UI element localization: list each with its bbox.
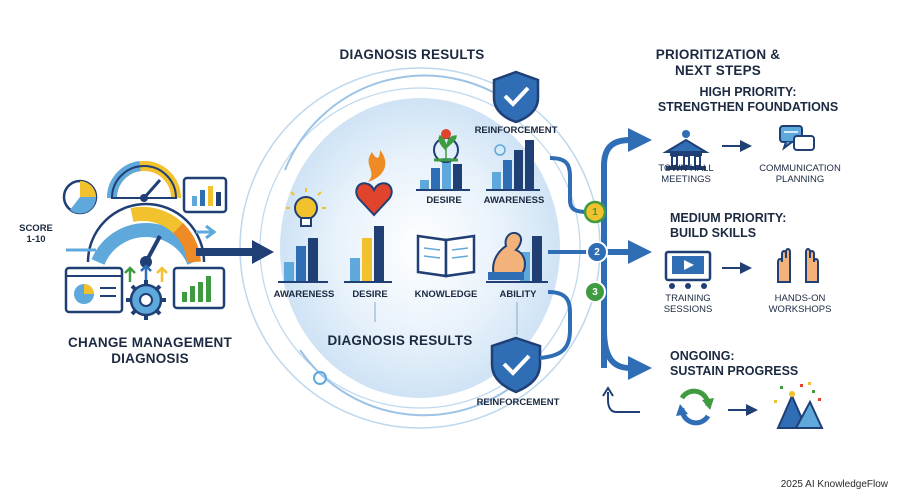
town-hall-icon <box>662 130 710 170</box>
workshops-label-2: WORKSHOPS <box>768 304 832 315</box>
pie-chart-icon <box>62 179 98 215</box>
refresh-cycle-icon <box>676 388 714 426</box>
step3-heading-line1: ONGOING: <box>670 349 735 363</box>
step-badge-1 <box>583 200 607 224</box>
right-trunk-arrows <box>601 128 652 413</box>
lightbulb-icon <box>286 188 326 227</box>
right-title-line1: PRIORITIZATION & <box>655 47 781 62</box>
bar-chart-icon <box>182 176 228 214</box>
town-hall-label-2: MEETINGS <box>661 174 711 185</box>
left-dashboard-icons <box>62 161 274 320</box>
town-hall-label-1: TOWN HALL <box>658 163 714 174</box>
book-icon <box>416 234 476 278</box>
bar-label-knowledge: KNOWLEDGE <box>414 289 478 300</box>
step1-heading-line1: HIGH PRIORITY: <box>699 85 797 99</box>
upper-bar-label-awareness: AWARENESS <box>483 195 545 206</box>
step2-heading-line2: BUILD SKILLS <box>670 226 757 240</box>
step-badge-3 <box>584 281 606 303</box>
shield-check-icon <box>490 336 542 394</box>
bar-chart-icon <box>172 266 226 310</box>
shield-check-icon <box>492 70 540 124</box>
training-label-1: TRAINING <box>665 293 711 304</box>
communication-label-1: COMMUNICATION <box>759 163 841 174</box>
heart-flame-icon <box>355 150 393 217</box>
presentation-screen-icon <box>664 250 712 289</box>
gauge-icon <box>106 161 181 202</box>
connector-braces <box>539 156 589 360</box>
celebration-icon <box>774 382 824 429</box>
credit-text: 2025 AI KnowledgeFlow <box>780 479 888 490</box>
reinforcement-bottom-label: REINFORCEMENT <box>476 397 560 408</box>
step2-heading-line1: MEDIUM PRIORITY: <box>670 211 787 225</box>
right-title-line2: NEXT STEPS <box>674 63 762 78</box>
step-badge-2 <box>586 241 608 263</box>
diagnosis-results-bottom-title: DIAGNOSIS RESULTS <box>327 333 473 348</box>
step-number-2: 2 <box>594 247 600 258</box>
communication-label-2: PLANNING <box>775 174 825 185</box>
workshops-label-1: HANDS-ON <box>774 293 826 304</box>
left-title-line1: CHANGE MANAGEMENT <box>68 335 232 350</box>
left-title-line2: DIAGNOSIS <box>111 351 189 366</box>
gear-icon <box>126 280 166 320</box>
training-label-2: SESSIONS <box>663 304 713 315</box>
raised-hands-icon <box>777 248 819 283</box>
pie-chart-icon <box>64 266 124 314</box>
gauge-icon <box>86 202 206 268</box>
chat-bubbles-icon <box>779 125 815 151</box>
bar-label-awareness: AWARENESS <box>273 289 335 300</box>
bar-label-desire: DESIRE <box>352 289 388 300</box>
step3-heading-line2: SUSTAIN PROGRESS <box>670 364 799 378</box>
step-number-1: 1 <box>592 207 598 218</box>
step-number-3: 3 <box>592 287 598 298</box>
growth-plant-icon <box>433 129 459 163</box>
muscle-arm-icon <box>488 232 526 280</box>
bar-label-ability: ABILITY <box>499 289 537 300</box>
score-label-2: 1-10 <box>26 234 46 245</box>
diagnosis-results-top-title: DIAGNOSIS RESULTS <box>339 47 485 62</box>
step1-heading-line2: STRENGTHEN FOUNDATIONS <box>657 100 839 114</box>
reinforcement-top-label: REINFORCEMENT <box>474 125 558 136</box>
upper-bar-groups <box>416 140 540 191</box>
score-label-1: SCORE <box>19 223 53 234</box>
upper-bar-label-desire: DESIRE <box>426 195 462 206</box>
